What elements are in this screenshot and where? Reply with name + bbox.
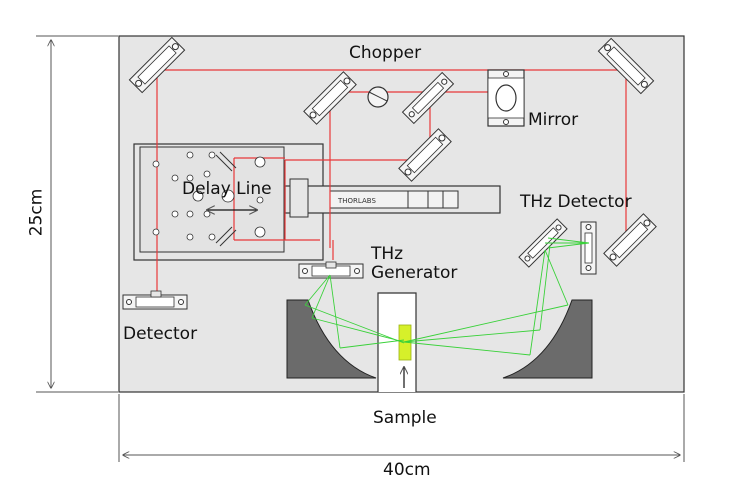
detector-label: Detector [123,324,198,344]
laser-beam [156,69,627,300]
stage-brand-text: THORLABS [337,197,376,205]
height-dimension [36,35,118,393]
thz-generator-mount [298,261,364,279]
stage-holes [152,151,266,241]
retroreflector [215,151,237,247]
actuator-knob [289,178,309,218]
thz-generator-label-line2: Generator [371,263,458,283]
delay-line-label: Delay Line [182,179,272,199]
parabolic-mirror-right [502,299,593,379]
thz-detector-element [580,221,597,275]
detector-mount [122,290,188,310]
thz-generator-label-line1: THz [371,244,404,264]
chopper-wheel [367,86,389,108]
width-dimension-label: 40cm [383,460,431,480]
mirror-right-lower [603,213,657,267]
chopper-label: Chopper [349,43,422,63]
mirror-label: Mirror [528,110,579,130]
actuator-sleeve [407,190,459,209]
mirror-mount [487,69,525,127]
thz-detector-label: THz Detector [520,192,632,212]
mirror-center-left [303,71,357,125]
thz-detector-mount [518,218,568,268]
width-dimension [118,394,685,462]
mirror-top-right [597,37,655,95]
beam-splitter [401,71,455,125]
mirror-center-lower [398,128,452,182]
thz-beam [304,237,590,356]
height-dimension-label: 25cm [26,188,47,237]
mirror-top-left [128,36,186,94]
sample-label: Sample [373,408,437,428]
